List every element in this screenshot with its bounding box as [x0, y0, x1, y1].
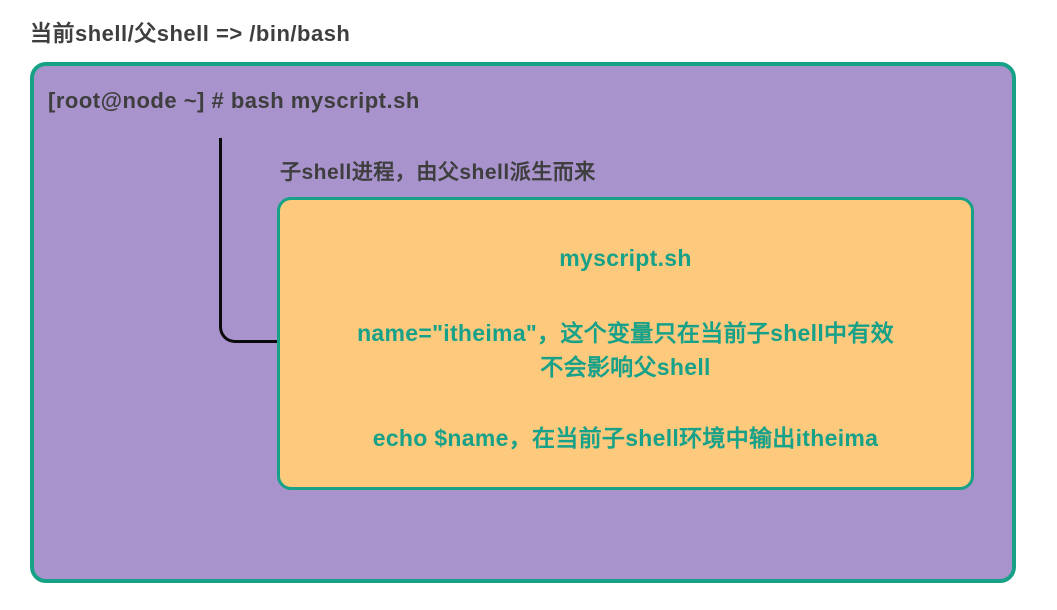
- parent-shell-box: [root@node ~] # bash myscript.sh 子shell进…: [30, 62, 1016, 583]
- script-scope-line: 不会影响父shell: [540, 354, 711, 380]
- page-title: 当前shell/父shell => /bin/bash: [30, 21, 351, 46]
- child-shell-note: 子shell进程，由父shell派生而来: [280, 161, 596, 184]
- parent-shell-command: [root@node ~] # bash myscript.sh: [48, 88, 420, 113]
- child-shell-box: myscript.sh name="itheima"，这个变量只在当前子shel…: [277, 197, 974, 490]
- fork-connector-line: [219, 138, 281, 343]
- script-name: myscript.sh: [559, 245, 692, 271]
- script-echo-line: echo $name，在当前子shell环境中输出itheima: [372, 425, 879, 451]
- script-variable-line: name="itheima"，这个变量只在当前子shell中有效: [357, 320, 894, 346]
